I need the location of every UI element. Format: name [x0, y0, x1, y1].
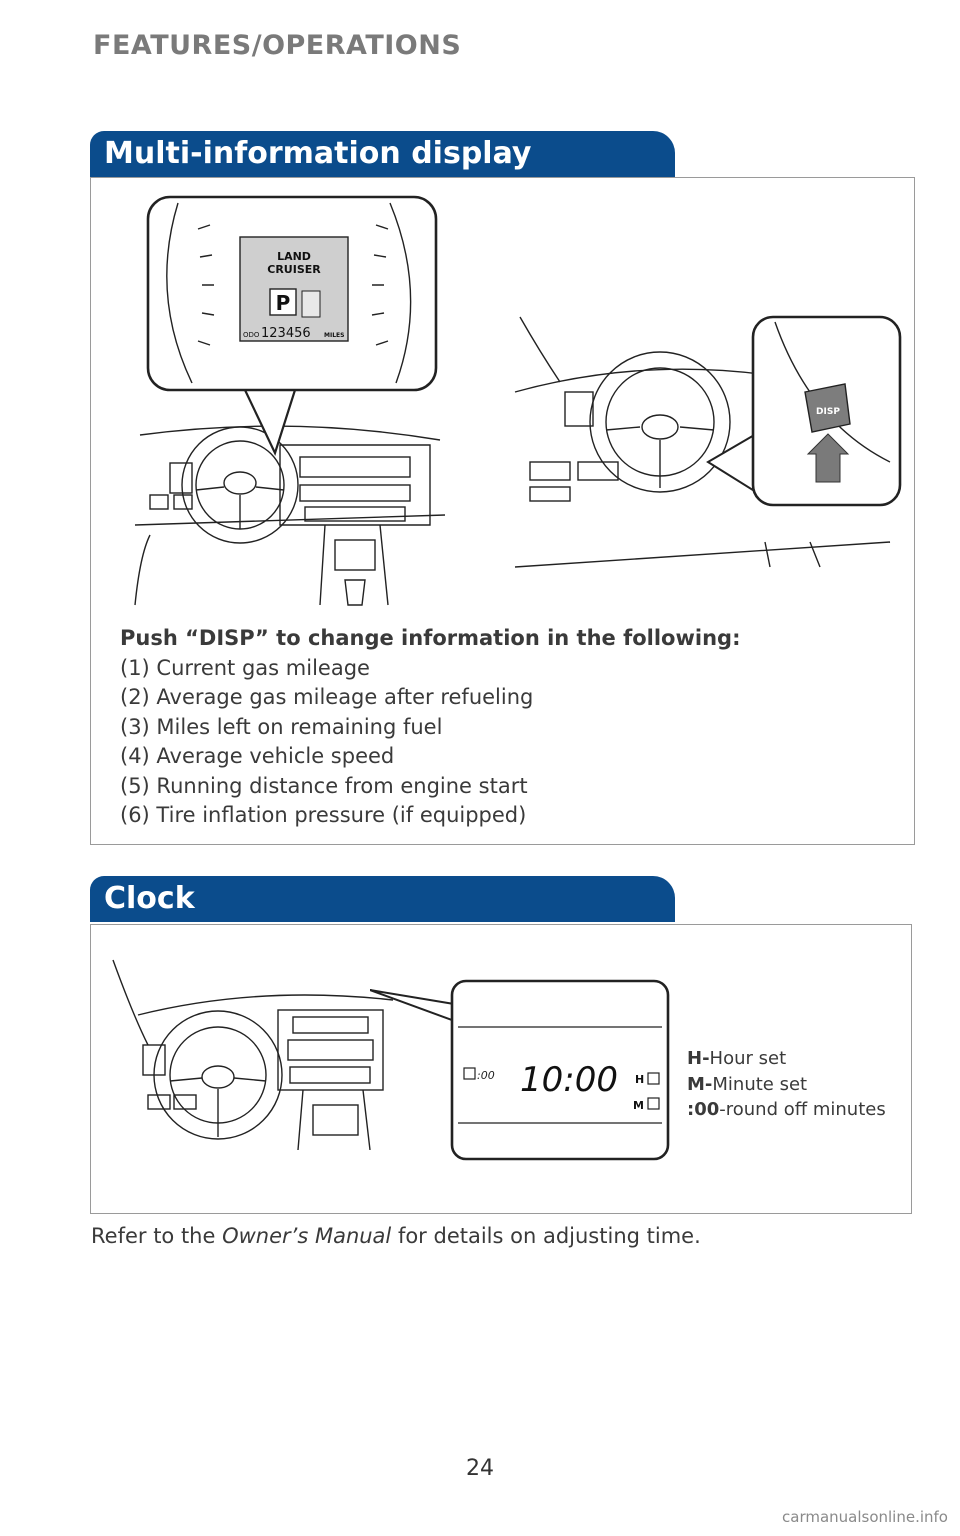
round-off-button[interactable]: [463, 1067, 476, 1080]
legend-minute: M-Minute set: [687, 1073, 808, 1095]
cluster-odo-unit: MILES: [324, 332, 344, 339]
mid-list-item: (3) Miles left on remaining fuel: [120, 714, 443, 739]
mid-intro: Push “DISP” to change information in the…: [120, 626, 741, 650]
cluster-gear: P: [276, 291, 291, 315]
mid-description: Push “DISP” to change information in the…: [120, 624, 740, 831]
clock-display-callout: :00 10:00 H M: [370, 979, 670, 1161]
arrow-up-icon: [806, 433, 850, 483]
dashboard-illustration-left: LAND CRUISER P ODO 123456 MILES: [134, 195, 446, 606]
cluster-odo-value: 123456: [261, 326, 311, 341]
clock-legend: H-Hour set M-Minute set :00-round off mi…: [687, 1046, 886, 1123]
mid-list-item: (1) Current gas mileage: [120, 655, 370, 680]
page-number: 24: [466, 1456, 494, 1481]
fuel-pump-icon: [301, 290, 321, 318]
clock-time-display: 10:00: [520, 1060, 618, 1100]
disp-button[interactable]: [804, 383, 851, 433]
legend-round-off: :00-round off minutes: [687, 1099, 886, 1120]
cluster-brand-line2: CRUISER: [267, 263, 321, 276]
mid-section-title: Multi-information display: [90, 131, 675, 177]
mid-list-item: (2) Average gas mileage after refueling: [120, 685, 534, 709]
mid-list-item: (4) Average vehicle speed: [120, 744, 395, 768]
manual-title: Owner’s Manual: [222, 1224, 392, 1248]
dashboard-illustration-right: DISP: [514, 315, 902, 568]
legend-hour: H-Hour set: [687, 1048, 787, 1069]
disp-button-label: DISP: [816, 407, 840, 417]
section-header: FEATURES/OPERATIONS: [93, 30, 462, 61]
cluster-odo-label: ODO: [243, 331, 260, 339]
mid-list-item: (5) Running distance from engine start: [120, 773, 528, 798]
clock-small-label: :00: [477, 1069, 495, 1082]
hour-set-button[interactable]: [647, 1072, 660, 1085]
mid-list-item: (6) Tire inflation pressure (if equipped…: [120, 803, 527, 827]
clock-m-label: M: [633, 1099, 644, 1112]
refer-note: Refer to the Owner’s Manual for details …: [91, 1224, 701, 1248]
clock-section-title: Clock: [90, 876, 675, 922]
watermark: carmanualsonline.info: [782, 1508, 948, 1526]
dashboard-illustration-clock: [112, 959, 394, 1150]
minute-set-button[interactable]: [647, 1097, 660, 1110]
clock-h-label: H: [635, 1073, 644, 1086]
cluster-brand-line1: LAND: [277, 250, 311, 263]
